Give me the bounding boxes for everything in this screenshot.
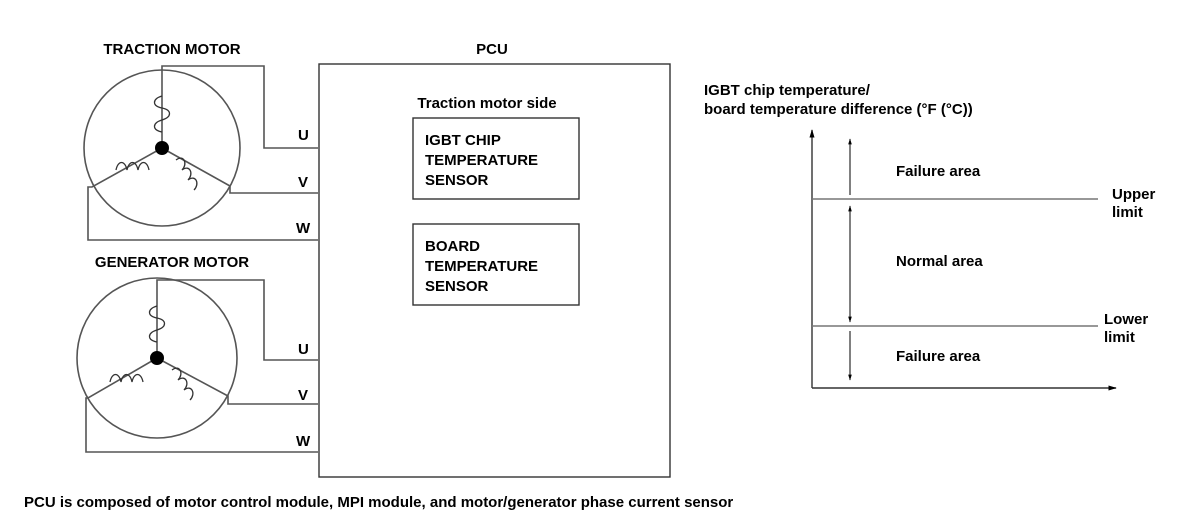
upper-limit-label-line-1: Upper — [1112, 186, 1156, 203]
traction-coil-right — [175, 157, 198, 191]
igbt-chip-temperature-sensor: IGBT CHIP TEMPERATURE SENSOR — [412, 117, 580, 200]
upper-limit-label-line-2: limit — [1112, 204, 1143, 221]
traction-neutral-dot — [155, 141, 169, 155]
failure-area-bottom-label: Failure area — [896, 348, 981, 365]
board-sensor-line-3: SENSOR — [425, 278, 489, 295]
igbt-sensor-line-1: IGBT CHIP — [425, 132, 501, 149]
generator-v-lead — [156, 357, 318, 405]
traction-v-lead — [161, 147, 318, 194]
generator-coil-left — [109, 373, 144, 383]
traction-terminal-w: W — [296, 220, 311, 237]
traction-motor-title: TRACTION MOTOR — [103, 41, 240, 58]
pcu-side-label: Traction motor side — [417, 95, 556, 112]
igbt-sensor-line-2: TEMPERATURE — [425, 152, 538, 169]
generator-terminal-w: W — [296, 433, 311, 450]
generator-w-lead — [85, 357, 318, 453]
board-temperature-sensor: BOARD TEMPERATURE SENSOR — [412, 223, 580, 306]
graph-ylabel-line-1: IGBT chip temperature/ — [704, 82, 871, 99]
traction-u-lead — [161, 65, 318, 149]
pcu-title: PCU — [476, 41, 508, 58]
diagram-caption: PCU is composed of motor control module,… — [24, 494, 733, 511]
generator-terminal-v: V — [298, 387, 308, 404]
traction-terminal-v: V — [298, 174, 308, 191]
pcu: PCU Traction motor side IGBT CHIP TEMPER… — [318, 41, 671, 478]
traction-motor: TRACTION MOTOR U V W — [83, 41, 318, 241]
igbt-sensor-box — [412, 117, 580, 200]
igbt-sensor-line-3: SENSOR — [425, 172, 489, 189]
board-sensor-line-2: TEMPERATURE — [425, 258, 538, 275]
board-sensor-box — [412, 223, 580, 306]
traction-terminal-u: U — [298, 127, 309, 144]
generator-terminal-u: U — [298, 341, 309, 358]
generator-motor: GENERATOR MOTOR U V W — [76, 254, 318, 453]
normal-area-label: Normal area — [896, 253, 983, 270]
board-sensor-line-1: BOARD — [425, 238, 480, 255]
generator-coil-right — [171, 367, 194, 401]
generator-motor-title: GENERATOR MOTOR — [95, 254, 249, 271]
failure-area-top-label: Failure area — [896, 163, 981, 180]
graph-ylabel-line-2: board temperature difference (°F (°C)) — [704, 101, 973, 118]
temperature-graph: IGBT chip temperature/ board temperature… — [704, 82, 1156, 391]
traction-coil-u — [153, 95, 171, 133]
generator-neutral-dot — [150, 351, 164, 365]
generator-coil-u — [148, 305, 166, 343]
traction-w-lead — [87, 147, 318, 241]
lower-limit-label-line-1: Lower — [1104, 311, 1148, 328]
traction-coil-left — [115, 161, 150, 171]
lower-limit-label-line-2: limit — [1104, 329, 1135, 346]
